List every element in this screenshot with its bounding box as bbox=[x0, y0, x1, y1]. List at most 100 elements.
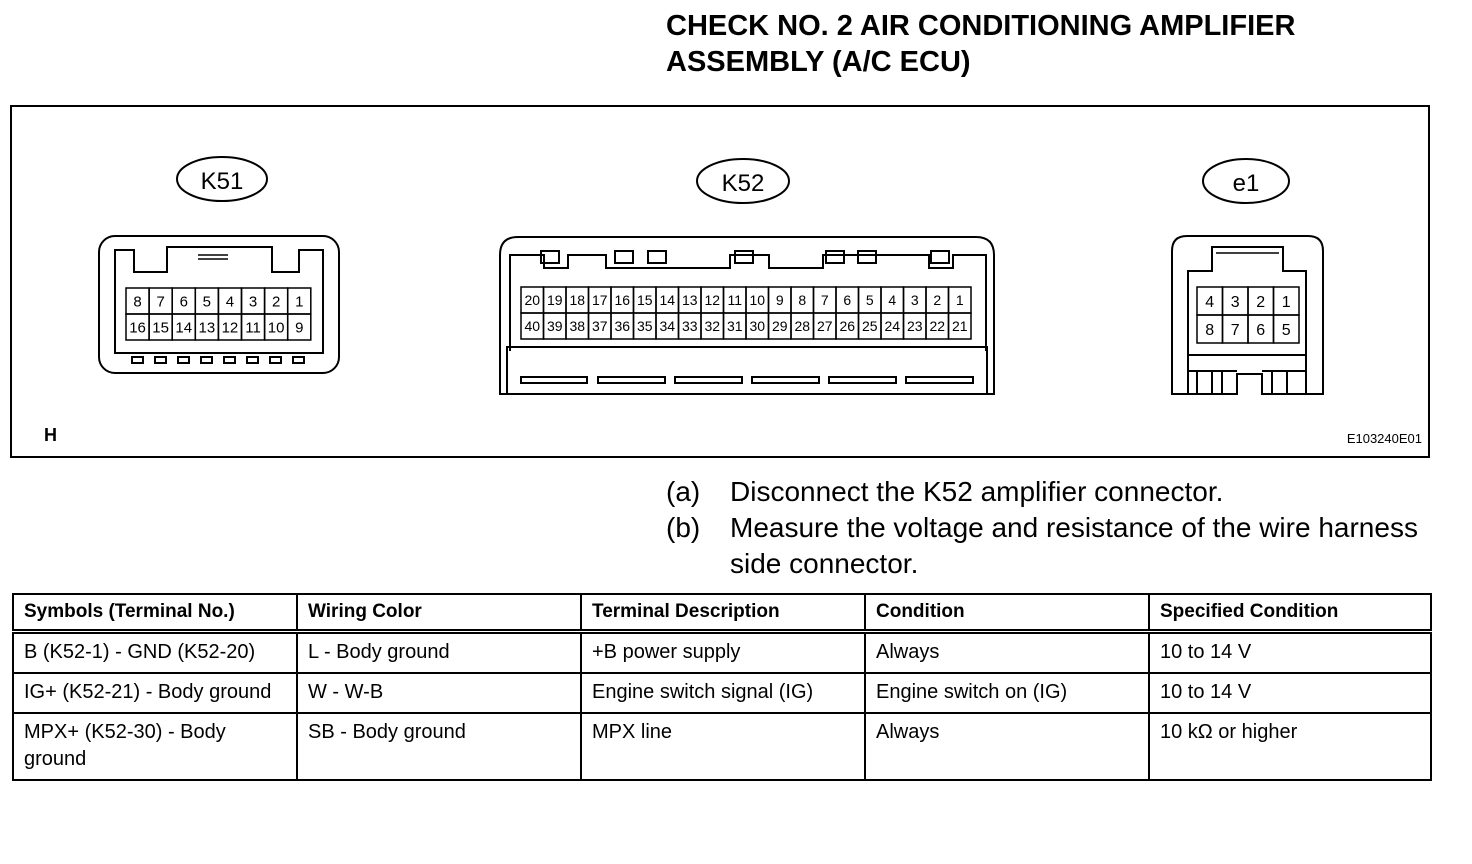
connector-k51-label: K51 bbox=[201, 168, 244, 195]
terminal-number: 14 bbox=[659, 292, 675, 308]
terminal-number: 27 bbox=[817, 318, 833, 334]
terminal-number: 6 bbox=[1256, 322, 1265, 339]
terminal-number: 1 bbox=[1282, 294, 1291, 311]
terminal-number: 13 bbox=[199, 319, 216, 336]
terminal-number: 8 bbox=[1205, 322, 1214, 339]
terminal-number: 31 bbox=[727, 318, 743, 334]
terminal-number: 2 bbox=[1256, 294, 1265, 311]
column-header: Terminal Description bbox=[580, 593, 866, 634]
terminal-number: 10 bbox=[268, 319, 285, 336]
table-header-row: Symbols (Terminal No.) Wiring Color Term… bbox=[12, 593, 1432, 634]
figure-corner-letter: H bbox=[44, 425, 57, 445]
terminal-number: 2 bbox=[272, 293, 280, 310]
specification-table: Symbols (Terminal No.) Wiring Color Term… bbox=[12, 593, 1432, 781]
table-cell: Always bbox=[864, 630, 1150, 674]
terminal-number: 1 bbox=[956, 292, 964, 308]
terminal-number: 28 bbox=[794, 318, 810, 334]
table-cell: MPX+ (K52-30) - Body ground bbox=[12, 712, 298, 781]
terminal-number: 13 bbox=[682, 292, 698, 308]
terminal-number: 12 bbox=[704, 292, 720, 308]
terminal-number: 16 bbox=[129, 319, 146, 336]
terminal-number: 7 bbox=[1231, 322, 1240, 339]
terminal-number: 4 bbox=[1205, 294, 1214, 311]
column-header: Symbols (Terminal No.) bbox=[12, 593, 298, 634]
terminal-number: 14 bbox=[175, 319, 192, 336]
terminal-number: 16 bbox=[614, 292, 630, 308]
terminal-number: 32 bbox=[704, 318, 720, 334]
table-cell: W - W-B bbox=[296, 672, 582, 714]
title-line-1: CHECK NO. 2 AIR CONDITIONING AMPLIFIER bbox=[666, 10, 1296, 42]
terminal-number: 18 bbox=[569, 292, 585, 308]
terminal-number: 7 bbox=[156, 293, 164, 310]
terminal-number: 8 bbox=[133, 293, 141, 310]
terminal-number: 39 bbox=[547, 318, 563, 334]
table-cell: 10 to 14 V bbox=[1148, 672, 1432, 714]
table-cell: IG+ (K52-21) - Body ground bbox=[12, 672, 298, 714]
column-header: Condition bbox=[864, 593, 1150, 634]
table-cell: B (K52-1) - GND (K52-20) bbox=[12, 630, 298, 674]
column-header: Wiring Color bbox=[296, 593, 582, 634]
table-cell: Engine switch on (IG) bbox=[864, 672, 1150, 714]
terminal-number: 6 bbox=[843, 292, 851, 308]
terminal-number: 5 bbox=[1282, 322, 1291, 339]
terminal-number: 34 bbox=[659, 318, 675, 334]
step-b: (b) Measure the voltage and resistance o… bbox=[666, 510, 1456, 582]
figure-code: E103240E01 bbox=[1346, 431, 1422, 446]
terminal-number: 24 bbox=[884, 318, 900, 334]
terminal-number: 12 bbox=[222, 319, 239, 336]
step-letter: (a) bbox=[666, 476, 701, 507]
terminal-number: 6 bbox=[180, 293, 188, 310]
terminal-number: 1 bbox=[295, 293, 303, 310]
table-cell: SB - Body ground bbox=[296, 712, 582, 781]
terminal-cell bbox=[947, 312, 972, 340]
terminal-number: 4 bbox=[226, 293, 234, 310]
step-text: Measure the voltage and resistance of th… bbox=[730, 512, 1418, 579]
terminal-number: 40 bbox=[524, 318, 540, 334]
table-cell: 10 kΩ or higher bbox=[1148, 712, 1432, 781]
terminal-number: 3 bbox=[249, 293, 257, 310]
terminal-number: 11 bbox=[245, 319, 261, 336]
terminal-number: 20 bbox=[524, 292, 540, 308]
table-row: B (K52-1) - GND (K52-20) L - Body ground… bbox=[12, 630, 1432, 674]
terminal-number: 21 bbox=[952, 318, 968, 334]
table-row: IG+ (K52-21) - Body ground W - W-B Engin… bbox=[12, 672, 1432, 714]
terminal-number: 37 bbox=[592, 318, 608, 334]
terminal-number: 15 bbox=[152, 319, 169, 336]
terminal-number: 15 bbox=[637, 292, 653, 308]
terminal-number: 17 bbox=[592, 292, 608, 308]
terminal-number: 10 bbox=[749, 292, 765, 308]
terminal-number: 25 bbox=[862, 318, 878, 334]
connector-k52-label: K52 bbox=[722, 170, 765, 197]
table-row: MPX+ (K52-30) - Body ground SB - Body gr… bbox=[12, 712, 1432, 781]
terminal-number: 9 bbox=[776, 292, 784, 308]
table-cell: 10 to 14 V bbox=[1148, 630, 1432, 674]
terminal-number: 26 bbox=[839, 318, 855, 334]
terminal-number: 5 bbox=[866, 292, 874, 308]
page-title: CHECK NO. 2 AIR CONDITIONING AMPLIFIER A… bbox=[666, 8, 1446, 80]
terminal-number: 11 bbox=[727, 292, 742, 308]
step-text: Disconnect the K52 amplifier connector. bbox=[730, 476, 1224, 507]
terminal-number: 22 bbox=[929, 318, 945, 334]
terminal-number: 36 bbox=[614, 318, 630, 334]
table-cell: +B power supply bbox=[580, 630, 866, 674]
terminal-number: 29 bbox=[772, 318, 788, 334]
terminal-number: 4 bbox=[888, 292, 896, 308]
terminal-number: 38 bbox=[569, 318, 585, 334]
table-cell: MPX line bbox=[580, 712, 866, 781]
terminal-cell bbox=[1272, 314, 1300, 344]
table-cell: L - Body ground bbox=[296, 630, 582, 674]
terminal-number: 9 bbox=[295, 319, 303, 336]
terminal-number: 5 bbox=[203, 293, 211, 310]
column-header: Specified Condition bbox=[1148, 593, 1432, 634]
terminal-number: 3 bbox=[1231, 294, 1240, 311]
terminal-number: 23 bbox=[907, 318, 923, 334]
terminal-number: 33 bbox=[682, 318, 698, 334]
connector-e1-label: e1 bbox=[1233, 170, 1260, 197]
terminal-number: 7 bbox=[821, 292, 829, 308]
table-cell: Always bbox=[864, 712, 1150, 781]
procedure-steps: (a) Disconnect the K52 amplifier connect… bbox=[666, 474, 1456, 582]
